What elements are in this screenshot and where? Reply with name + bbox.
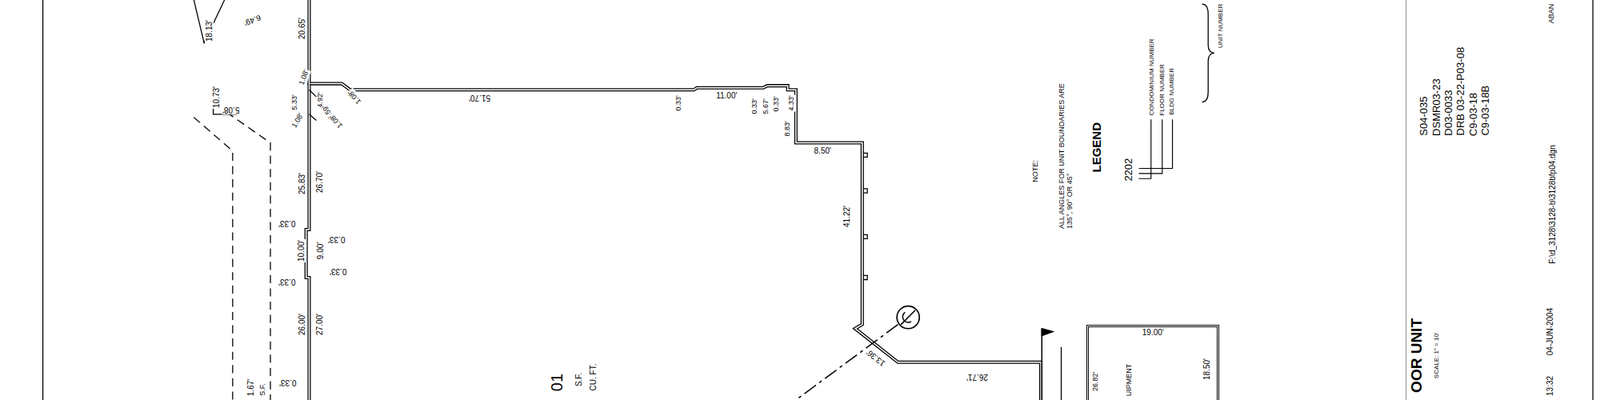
unit-boundary-wall <box>306 84 310 400</box>
dimension-label: 27.00' <box>315 312 324 336</box>
title-block-text: OOR UNIT <box>1408 317 1426 394</box>
dimension-label: 18.50' <box>1202 357 1212 381</box>
legend-note: FLOOR NUMBER <box>1159 63 1167 116</box>
adjacent-boundary <box>193 0 224 44</box>
dimension-label: CU. FT. <box>589 363 599 392</box>
legend-note: NOTE: <box>1031 159 1040 184</box>
corner-chamfer <box>308 89 316 120</box>
dimension-label: 0.33' <box>327 235 346 244</box>
dimension-label: 0.33' <box>278 378 297 388</box>
dimension-label: 20.65' <box>297 16 307 40</box>
title-block-text: C9-03-18 <box>1468 92 1480 137</box>
dimension-label: 11.00' <box>715 91 738 100</box>
room-name: UIPMENT <box>1125 363 1134 398</box>
dimension-label: 5.33' <box>291 93 300 111</box>
dimension-label: 1.08' <box>290 111 306 130</box>
title-block-text: DRB 03-22-P03-08 <box>1455 46 1467 137</box>
dimension-label: S.F. <box>574 372 584 388</box>
dimension-label: 25.83' <box>297 172 307 196</box>
section-symbol <box>896 306 920 329</box>
adjacent-boundary <box>193 117 232 400</box>
flag-pole <box>1041 328 1044 400</box>
legend-leader <box>1138 119 1172 179</box>
legend-note: BLDG NUMBER <box>1168 67 1176 116</box>
flag-symbol <box>1041 328 1053 336</box>
dimension-label: 0.33' <box>751 97 760 115</box>
dimension-label: 5.67' <box>762 97 771 115</box>
dimension-line <box>1060 347 1062 400</box>
dimension-label: 8.50' <box>813 146 832 156</box>
title-block-rule <box>1405 0 1407 400</box>
dimension-label: 5.08' <box>221 105 240 115</box>
legend-note: 2202 <box>1124 156 1136 182</box>
sheet-frame <box>1592 0 1593 400</box>
dimension-label: 18.13' <box>204 19 214 43</box>
title-block-text: SCALE: 1" = 10' <box>1434 332 1442 380</box>
legend-note: ABAN <box>1548 3 1556 25</box>
wall-notch <box>863 152 868 280</box>
unit-boundary-wall <box>308 0 1041 400</box>
dimension-label: 19.00' <box>1141 328 1165 337</box>
title-block-text: 04-JUN-2004 <box>1545 307 1555 356</box>
dimension-label: 10.73' <box>212 85 221 109</box>
dimension-label: 1.67' <box>246 378 256 397</box>
unit-boundary-wall <box>306 84 310 400</box>
title-block-text: C9-03-18B <box>1480 84 1492 137</box>
dimension-label: 0.33' <box>277 219 296 228</box>
dimension-label: 6.49' <box>241 12 263 28</box>
unit-boundary-wall <box>308 0 1041 400</box>
legend-note: LEGEND <box>1090 121 1104 174</box>
dimension-label: 26.71' <box>965 372 989 382</box>
title-block-text: DSMR03-23 <box>1431 77 1443 137</box>
section-symbol <box>900 310 916 325</box>
legend-note: CONDOMINIUM NUMBER <box>1148 37 1156 116</box>
dimension-label: 41.22' <box>842 204 852 228</box>
dimension-label: 0.33' <box>772 95 781 112</box>
dimension-label: 1.08' <box>328 111 345 130</box>
legend-bracket <box>1202 4 1215 102</box>
title-block-text: D03-0033 <box>1443 89 1455 137</box>
dimension-label: 0.33' <box>328 267 348 276</box>
legend-note: UNIT NUMBER <box>1218 3 1226 49</box>
legend-note: ALL ANGLES FOR UNIT BOUNDARIES ARE 135°,… <box>1058 76 1075 230</box>
section-line <box>796 324 899 400</box>
title-block-text: S04-035 <box>1419 96 1431 137</box>
sheet-frame <box>42 0 44 400</box>
dimension-label: 8.83' <box>784 120 792 137</box>
dimension-label: 01 <box>548 372 567 392</box>
dimension-label: 0.33' <box>277 277 296 287</box>
dimension-label: 26.82' <box>1092 371 1100 392</box>
dimension-label: 9.00' <box>316 241 325 260</box>
dimension-label: 0.33' <box>674 94 683 112</box>
title-block-text: 13:32 <box>1545 375 1555 397</box>
dimension-label: 26.70' <box>315 170 324 194</box>
dimension-label: 51.70' <box>468 93 492 103</box>
adjacent-boundary <box>226 112 271 400</box>
dimension-label: 4.33' <box>788 94 796 112</box>
dimension-label: 10.00' <box>296 239 306 263</box>
dimension-label: 26.00' <box>297 312 307 336</box>
dimension-label: S.F. <box>259 382 268 397</box>
title-block-text: F:\d_3128\3128-b\3128bfp04.dgn <box>1548 144 1557 264</box>
